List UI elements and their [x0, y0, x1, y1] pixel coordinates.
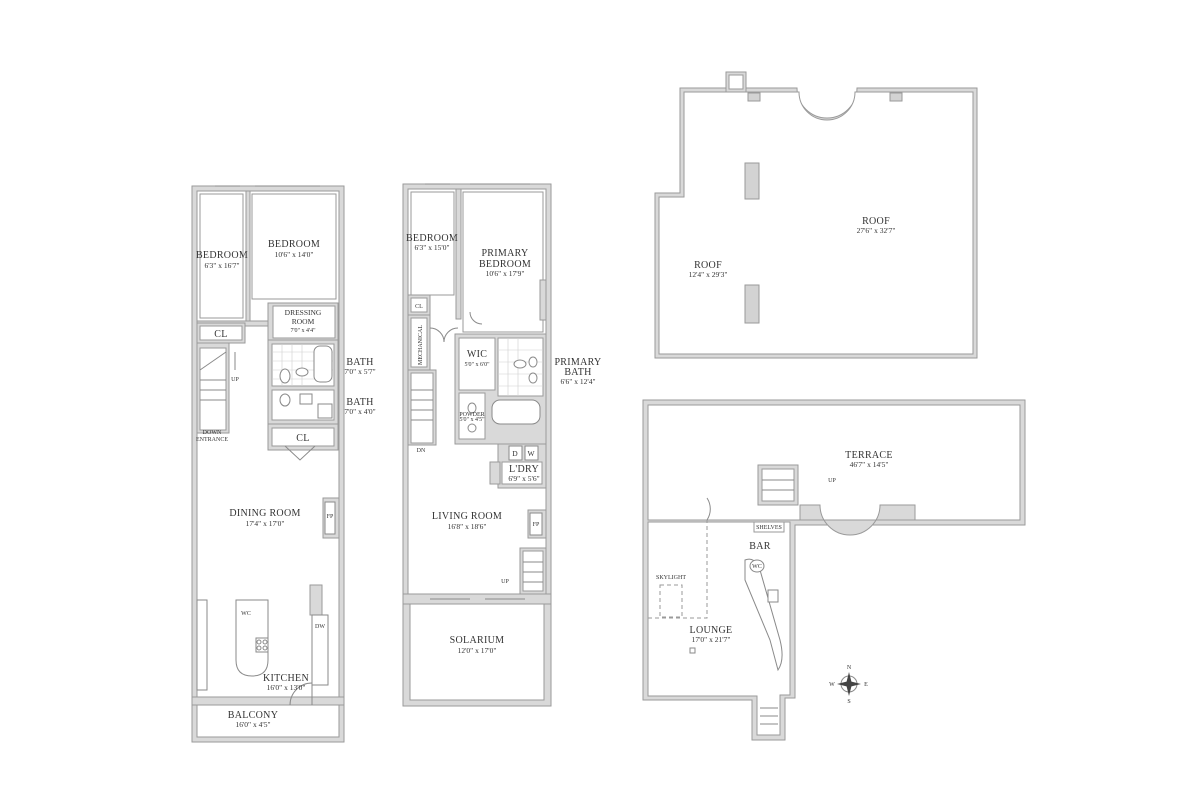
- label-laundry: L'DRY: [509, 464, 539, 475]
- compass: [837, 672, 861, 696]
- dims-primary-bedroom: 10'6" x 17'9": [486, 269, 525, 278]
- dims-kitchen: 16'0" x 13'0": [267, 683, 306, 692]
- label-stair-up-1: UP: [231, 377, 239, 383]
- terrace-lounge: [642, 399, 1026, 741]
- label-dryer: D: [512, 449, 518, 458]
- label-terrace: TERRACE: [845, 450, 893, 461]
- label-bedroom-2: BEDROOM: [406, 233, 458, 244]
- mechanical: [410, 317, 428, 368]
- label-washer: W: [527, 449, 535, 458]
- dims-laundry: 6'9" x 5'6": [508, 474, 539, 483]
- label-primary-bedroom-1: PRIMARY: [481, 248, 528, 259]
- label-stair-dn: DN: [417, 448, 426, 454]
- dims-solarium: 12'0" x 17'0": [458, 646, 497, 655]
- label-closet-a: CL: [214, 329, 227, 340]
- label-wc-1: WC: [241, 611, 251, 617]
- solarium: [409, 603, 545, 701]
- label-balcony: BALCONY: [228, 710, 278, 721]
- primary-bath: [497, 337, 544, 397]
- label-powder: POWDER: [459, 412, 484, 418]
- label-stair-up-3: UP: [828, 478, 836, 484]
- label-kitchen: KITCHEN: [263, 673, 309, 684]
- closet-2: [410, 297, 428, 313]
- label-roof-small: ROOF: [694, 260, 722, 271]
- label-fireplace-2: FP: [533, 522, 540, 528]
- label-living: LIVING ROOM: [432, 511, 502, 522]
- laundry: [501, 461, 543, 485]
- label-roof-large: ROOF: [862, 216, 890, 227]
- wic: [458, 337, 496, 391]
- closet-b: [271, 427, 335, 447]
- compass-w: W: [829, 682, 835, 688]
- dims-terrace: 46'7" x 14'5": [850, 460, 889, 469]
- label-primary-bath-2: BATH: [564, 367, 591, 378]
- label-solarium: SOLARIUM: [450, 635, 505, 646]
- label-primary-bath-1: PRIMARY: [554, 357, 601, 368]
- dims-bedroom-b: 10'6" x 14'0": [275, 250, 314, 259]
- dims-primary-bath: 6'6" x 12'4": [560, 377, 595, 386]
- compass-e: E: [864, 682, 868, 688]
- dims-wic: 5'0" x 6'0": [464, 362, 490, 368]
- bedroom-b: [251, 193, 337, 300]
- kitchen-island: [235, 599, 269, 677]
- dims-roof-small: 12'4" x 29'3": [689, 270, 728, 279]
- label-closet-b: CL: [296, 433, 309, 444]
- label-skylight: SKYLIGHT: [656, 575, 686, 581]
- label-dw: DW: [315, 624, 325, 630]
- dims-bedroom-2: 6'3" x 15'0": [414, 243, 449, 252]
- label-bath-a: BATH: [346, 357, 373, 368]
- label-dressing-1: DRESSING: [285, 308, 322, 317]
- dims-powder: 5'0" x 4'5": [459, 417, 485, 423]
- label-entrance: ENTRANCE: [196, 437, 228, 443]
- washer: [524, 445, 539, 461]
- floor-1: [191, 185, 345, 743]
- label-down: DOWN: [203, 430, 222, 436]
- label-wic: WIC: [467, 349, 487, 360]
- label-bedroom-b: BEDROOM: [268, 239, 320, 250]
- label-bath-b: BATH: [346, 397, 373, 408]
- dims-lounge: 17'0" x 21'7": [692, 635, 731, 644]
- label-bedroom-a: BEDROOM: [196, 250, 248, 261]
- label-fireplace-1: FP: [327, 514, 334, 520]
- dims-bedroom-a: 6'3" x 16'7": [204, 261, 239, 270]
- terrace: [647, 404, 1021, 521]
- balcony: [196, 704, 340, 738]
- dims-living: 16'8" x 18'6": [448, 522, 487, 531]
- stair-floor2: [410, 372, 434, 444]
- primary-bedroom: [462, 191, 544, 333]
- label-wc-2: WC: [752, 564, 762, 570]
- dims-dressing: 7'0" x 4'4": [290, 328, 316, 334]
- roof-plan: [654, 71, 978, 359]
- label-dining: DINING ROOM: [229, 508, 300, 519]
- label-closet-2: CL: [415, 304, 423, 310]
- compass-n: N: [847, 665, 852, 671]
- dims-dining: 17'4" x 17'0": [246, 519, 285, 528]
- closet-a: [199, 325, 243, 341]
- dims-bath-b: 7'0" x 4'0": [344, 407, 375, 416]
- compass-s: S: [847, 699, 850, 705]
- label-mechanical: MECHANICAL: [418, 325, 424, 365]
- stair-floor1: [199, 347, 227, 431]
- floor-2: [402, 183, 552, 707]
- bedroom-a: [199, 193, 244, 319]
- label-shelves: SHELVES: [756, 525, 782, 531]
- dims-roof-large: 27'6" x 32'7": [857, 226, 896, 235]
- bedroom-2: [410, 191, 455, 296]
- shelves: [753, 521, 785, 533]
- label-dressing-2: ROOM: [292, 317, 315, 326]
- label-primary-bedroom-2: BEDROOM: [479, 259, 531, 270]
- label-stair-up-2: UP: [501, 579, 509, 585]
- dims-balcony: 16'0" x 4'5": [235, 720, 270, 729]
- dryer: [508, 445, 523, 461]
- dressing-room: [272, 305, 336, 339]
- label-bar: BAR: [749, 541, 770, 552]
- bar-counter: [744, 558, 783, 672]
- dims-bath-a: 7'0" x 5'7": [344, 367, 375, 376]
- label-lounge: LOUNGE: [690, 625, 733, 636]
